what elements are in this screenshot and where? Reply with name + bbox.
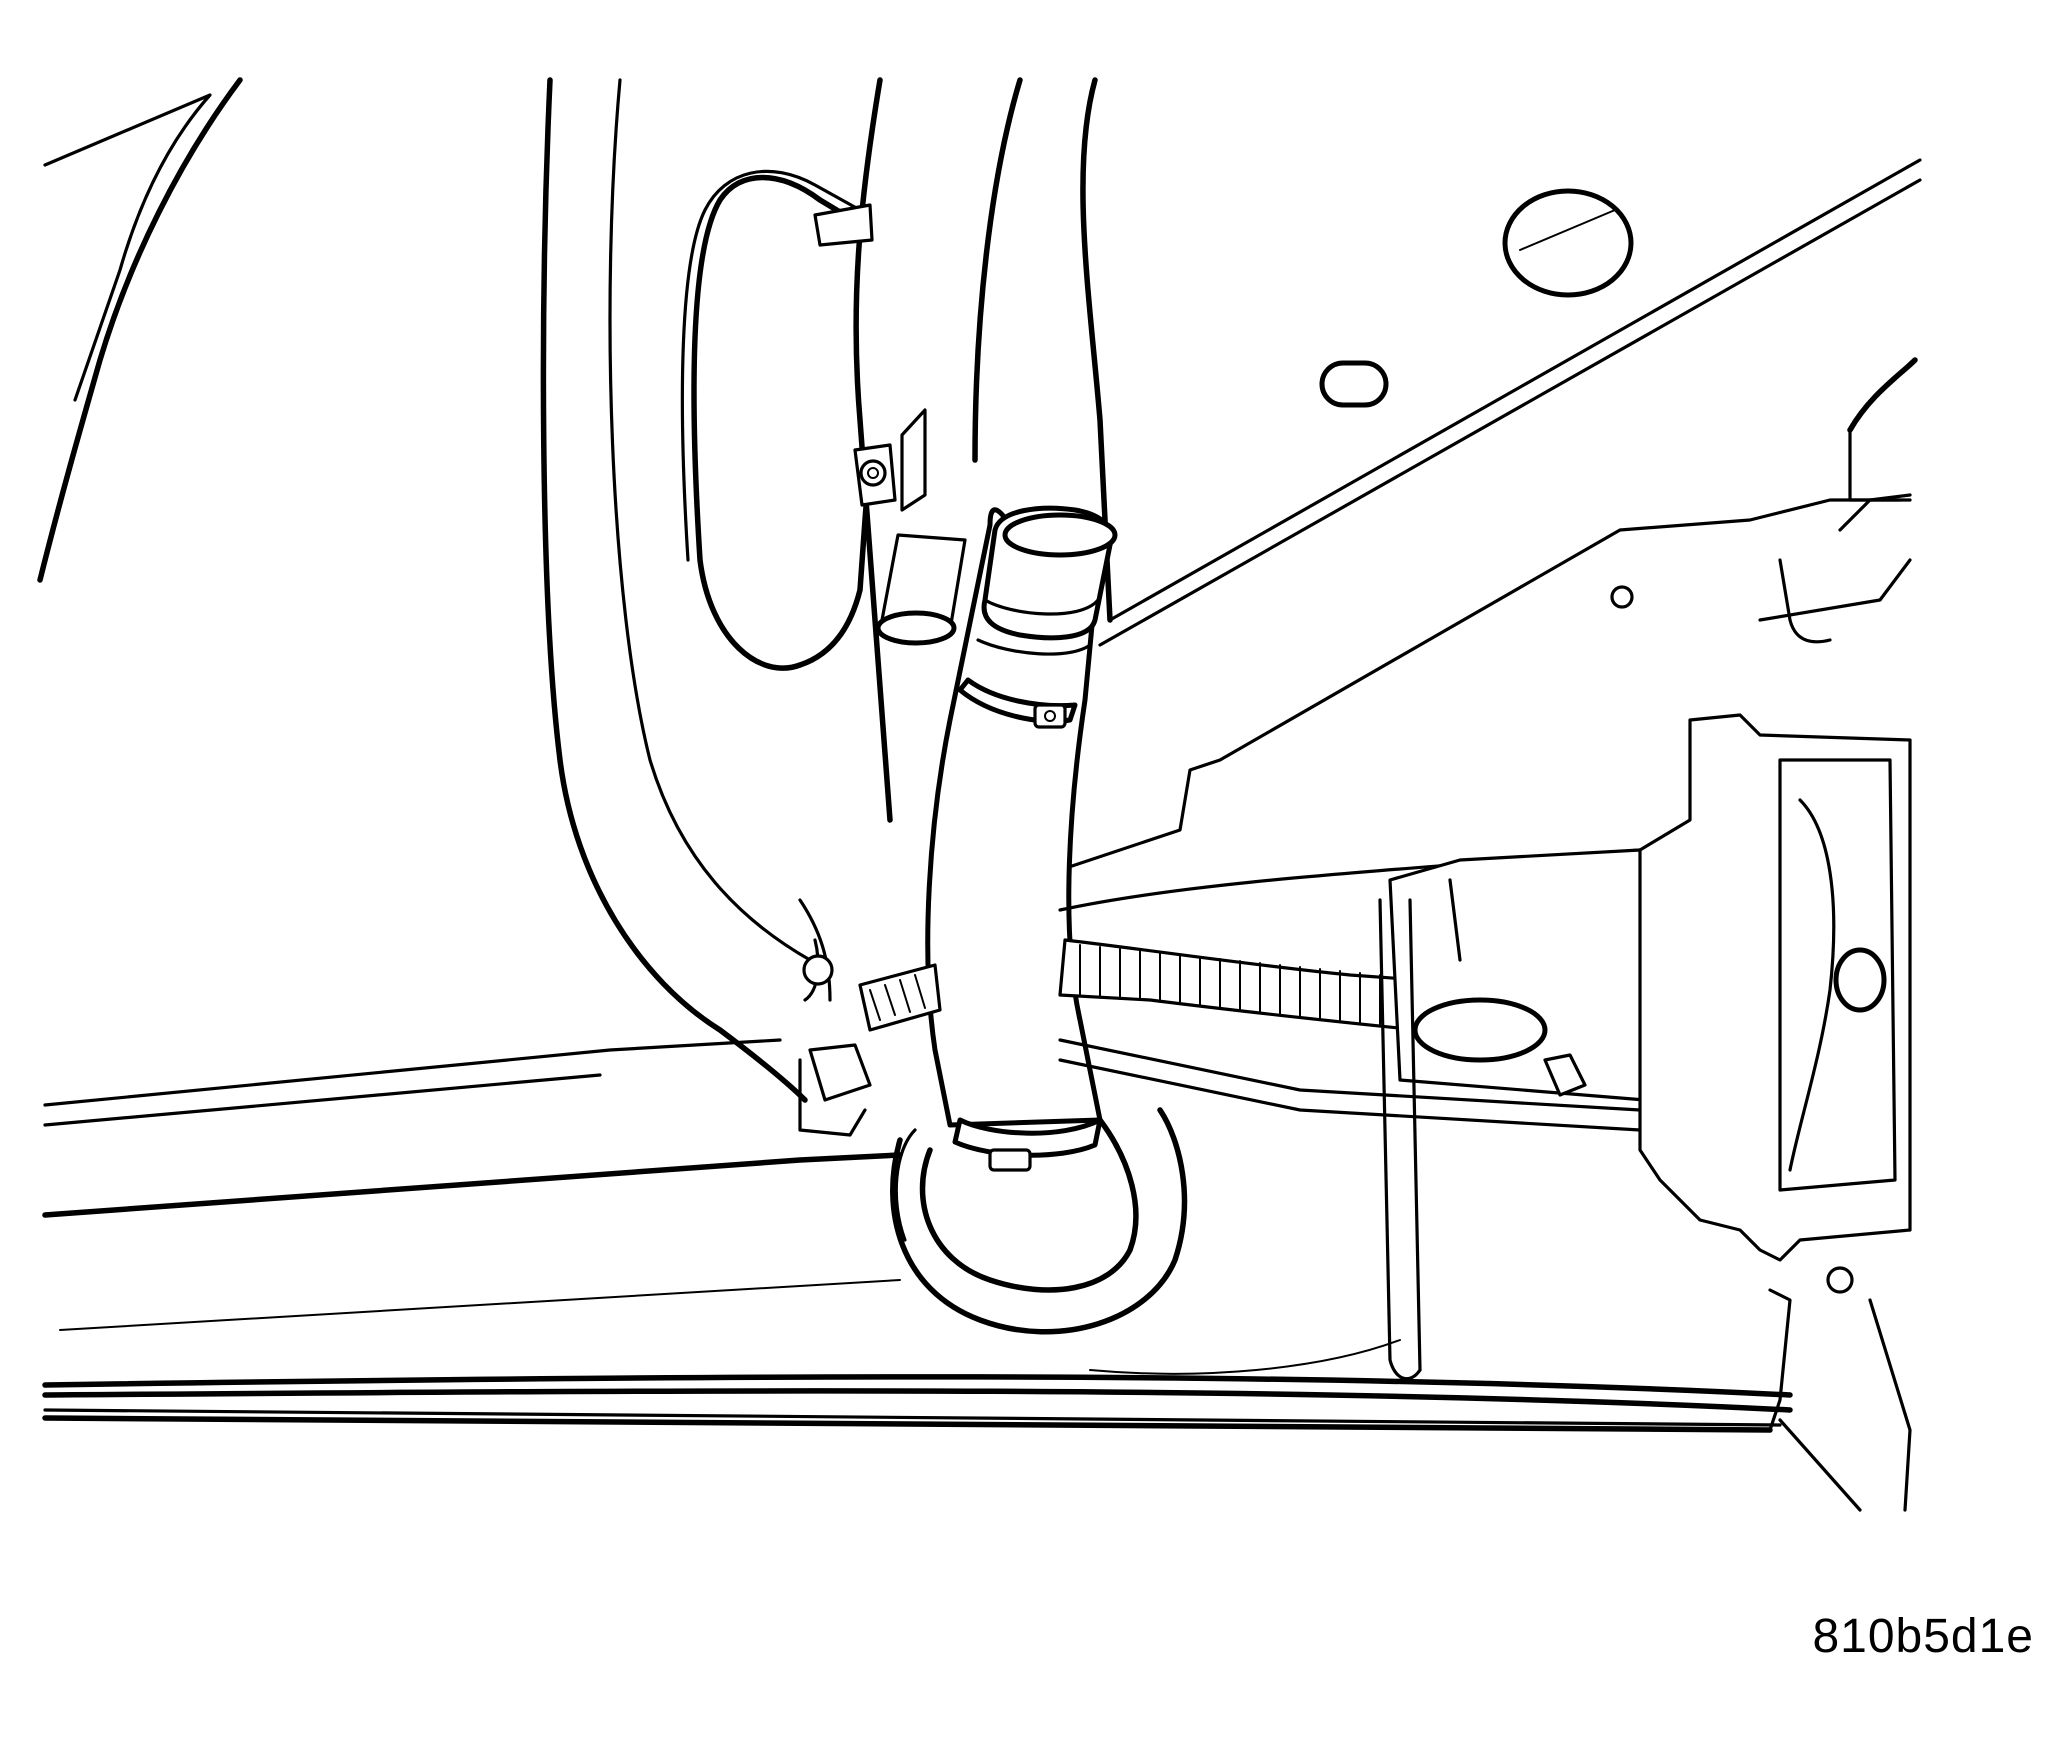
left-body-panel-edge: [37, 77, 243, 583]
filler-neck-grommet: [890, 1107, 1188, 1335]
mounting-strap: [858, 938, 1422, 1032]
clamp-screw-icon: [1044, 710, 1056, 722]
vent-hose: [680, 169, 927, 671]
axle-hub-icon: [1833, 947, 1887, 1013]
vent-nozzle: [875, 533, 967, 646]
mount-bolt-icon: [1826, 1266, 1854, 1294]
brake-assembly: [1638, 357, 1918, 1512]
slot-hole: [1319, 360, 1389, 408]
axle-nut-icon: [1543, 1053, 1587, 1097]
lower-body-panel: [798, 938, 872, 1137]
rocker-panel: [42, 1038, 1793, 1433]
lower-hose-clamp: [952, 1117, 1103, 1172]
floor-pan: [1058, 158, 1922, 872]
fuel-filler-tube: [925, 505, 1118, 1128]
figure-code: 810b5d1e: [1812, 1610, 2034, 1663]
upper-hose-clamp: [957, 677, 1078, 729]
bracket-bolt-icon: [859, 459, 887, 487]
rear-axle: [1058, 848, 1647, 1381]
hose-bracket: [813, 203, 874, 247]
small-hole: [1610, 585, 1634, 609]
access-hole: [1502, 188, 1634, 298]
axle-bumper: [1412, 997, 1548, 1063]
